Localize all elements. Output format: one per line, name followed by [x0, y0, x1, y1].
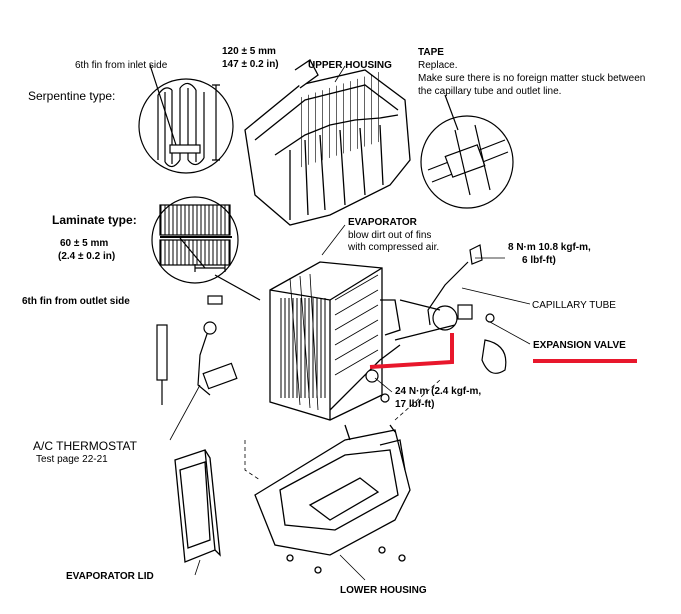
lower-housing-label: LOWER HOUSING [340, 585, 427, 596]
laminate-dimension-in: (2.4 ± 0.2 in) [58, 251, 116, 262]
expansion-valve-label: EXPANSION VALVE [533, 340, 626, 351]
expansion-valve-highlight [369, 333, 637, 369]
ac-thermostat-label: A/C THERMOSTAT [33, 439, 138, 453]
tape-detail-circle [420, 94, 514, 209]
upper-housing-label: UPPER HOUSING [308, 60, 392, 71]
expansion-valve-assembly [365, 244, 507, 403]
tape-replace-note: Replace. [418, 60, 458, 71]
ac-thermostat [156, 295, 238, 405]
torque-24-lbf-label: 17 lbf-ft) [395, 399, 435, 410]
torque-8-nm-label: 8 N·m 10.8 kgf-m, [508, 242, 591, 253]
leader-lines [169, 65, 531, 581]
tape-instruction-line-1: Make sure there is no foreign matter stu… [418, 73, 646, 84]
capillary-tube-label: CAPILLARY TUBE [532, 300, 616, 311]
evaporator-note-line-2: with compressed air. [348, 242, 440, 253]
serpentine-detail-circle [138, 64, 234, 174]
laminate-type-label: Laminate type: [52, 213, 137, 227]
upper-housing [244, 59, 411, 226]
laminate-detail-circle [151, 196, 261, 301]
torque-8-lbf-label: 6 lbf-ft) [522, 255, 556, 266]
thermostat-test-page-label: Test page 22-21 [36, 454, 108, 465]
sixth-fin-inlet-label: 6th fin from inlet side [75, 60, 168, 71]
tape-label: TAPE [418, 47, 444, 58]
evaporator-lid [174, 449, 221, 563]
lower-housing [254, 424, 411, 574]
torque-24-nm-label: 24 N·m (2.4 kgf-m, [395, 386, 482, 397]
tape-instruction-line-2: the capillary tube and outlet line. [418, 86, 562, 97]
serpentine-type-label: Serpentine type: [28, 89, 116, 103]
evaporator-core [269, 261, 401, 421]
serpentine-dimension-mm: 120 ± 5 mm [222, 46, 276, 57]
sixth-fin-outlet-label: 6th fin from outlet side [22, 296, 130, 307]
serpentine-dimension-in: 147 ± 0.2 in) [222, 59, 279, 70]
laminate-dimension-mm: 60 ± 5 mm [60, 238, 109, 249]
evaporator-label: EVAPORATOR [348, 217, 417, 228]
evaporator-lid-label: EVAPORATOR LID [66, 571, 154, 582]
evaporator-note-line-1: blow dirt out of fins [348, 230, 432, 241]
